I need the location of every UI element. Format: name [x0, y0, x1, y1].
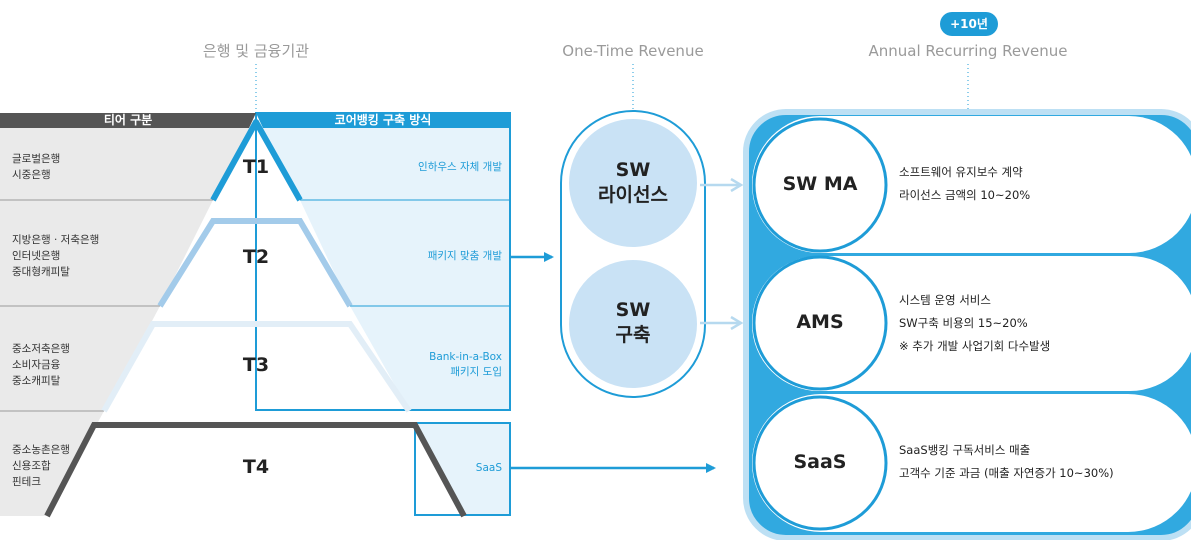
tier-3-method: Bank-in-a-Box 패키지 도입: [429, 351, 502, 378]
tier-3-label: T3: [242, 354, 270, 376]
tier-4-label: T4: [242, 456, 270, 478]
tier-3-segments: 중소저축은행 소비자금융 중소캐피탈: [12, 343, 70, 387]
sw-license-label: SW 라이선스: [598, 159, 668, 206]
tier-4-segments: 중소농촌은행 신용조합 핀테크: [12, 444, 70, 488]
tier-header: 티어 구분: [103, 113, 153, 127]
tier-2-method: 패키지 맞춤 개발: [427, 250, 502, 262]
ams-title: AMS: [796, 311, 844, 333]
ams-desc: 시스템 운영 서비스 SW구축 비용의 15~20% ※ 추가 개발 사업기회 …: [899, 293, 1051, 353]
pyramid-t3: [101, 321, 412, 413]
tier-4-method: SaaS: [475, 462, 502, 474]
saas-desc: SaaS뱅킹 구독서비스 매출 고객수 기준 과금 (매출 자연증가 10~30…: [899, 443, 1114, 480]
recurring-header: Annual Recurring Revenue: [868, 42, 1068, 60]
tier-1-method: 인하우스 자체 개발: [418, 161, 502, 173]
ten-year-badge: +10년: [940, 12, 998, 36]
saas-blue-panel: [415, 423, 510, 515]
sw-license-circle: [565, 115, 701, 251]
pyramid-t4: [44, 422, 467, 518]
saas-title: SaaS: [793, 451, 847, 473]
institutions-header: 은행 및 금융기관: [202, 42, 310, 60]
tier-header-bar: [0, 113, 256, 128]
tier-gray-panel: [0, 128, 256, 516]
tier-2-segments: 지방은행 · 저축은행 인터넷은행 중대형캐피탈: [12, 234, 100, 278]
sw-build-circle: [565, 256, 701, 392]
sw-ma-title: SW MA: [782, 173, 858, 195]
method-header-bar: [256, 113, 510, 128]
method-header: 코어뱅킹 구축 방식: [334, 113, 432, 127]
tier-2-label: T2: [242, 246, 270, 268]
one-time-header: One-Time Revenue: [562, 42, 704, 60]
tier-1-segments: 글로벌은행 시중은행: [12, 153, 61, 181]
method-blue-panel: [258, 128, 510, 410]
pyramid-t1: [210, 119, 303, 202]
pyramid-t2: [157, 218, 353, 308]
sw-ma-desc: 소프트웨어 유지보수 계약 라이선스 금액의 10~20%: [899, 165, 1031, 202]
tier-1-label: T1: [242, 156, 270, 178]
sw-build-label: SW 구축: [615, 299, 651, 346]
